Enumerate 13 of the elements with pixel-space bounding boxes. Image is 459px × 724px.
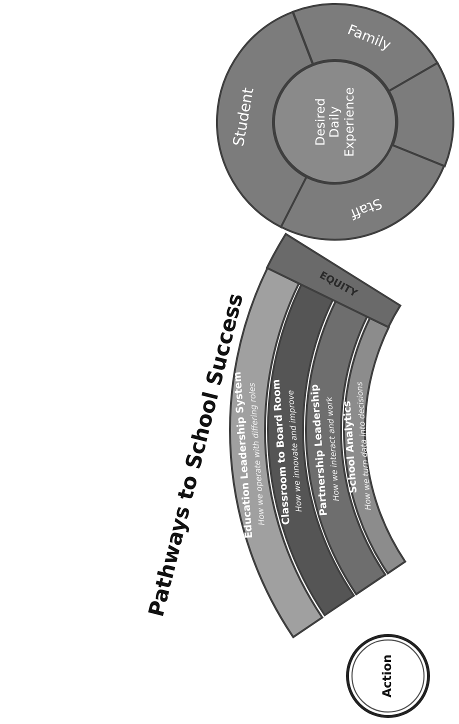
band-subtitle: How we turn data into decisions bbox=[355, 382, 374, 511]
segment-label: Staff bbox=[348, 194, 384, 222]
segment-label: Student bbox=[230, 86, 258, 148]
action-circle bbox=[346, 634, 430, 718]
equity-band bbox=[267, 234, 401, 327]
center-circle bbox=[273, 60, 397, 184]
band-subtitle: How we interact and work bbox=[324, 396, 342, 502]
ring-segment bbox=[388, 63, 453, 166]
ring-segment bbox=[217, 12, 313, 228]
action-label: Action bbox=[381, 654, 395, 698]
pathway-band bbox=[306, 301, 386, 594]
center-label: Desired Daily Experience bbox=[313, 86, 357, 159]
pathway-band bbox=[344, 318, 406, 574]
